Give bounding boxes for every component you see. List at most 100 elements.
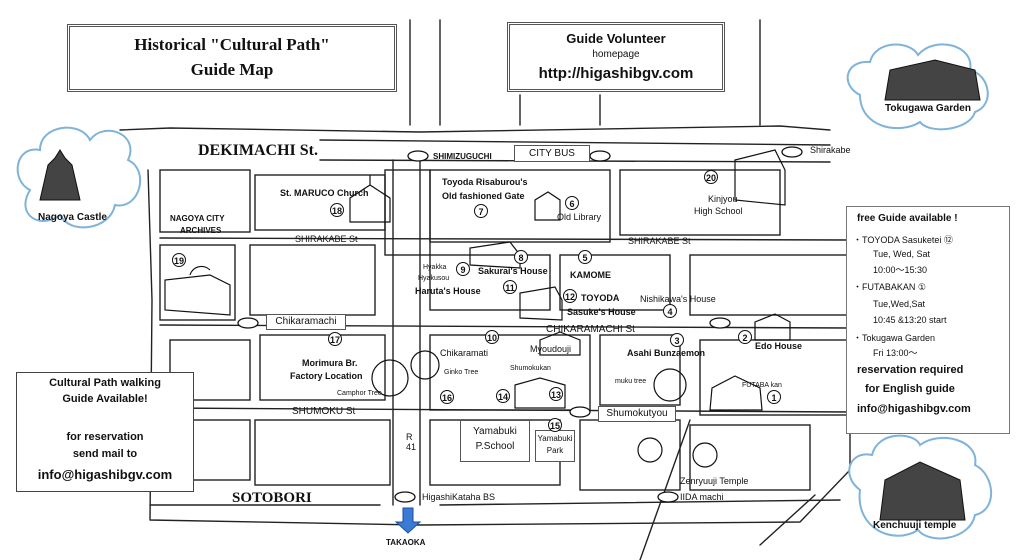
street-dekimachi: DEKIMACHI St. — [198, 142, 319, 159]
free-guide-email-link[interactable]: info@higashibgv.com — [857, 403, 971, 415]
place-morimura-1: Morimura Br. — [302, 358, 358, 368]
sakurai-icon — [469, 241, 521, 269]
city-bus-label: CITY BUS — [514, 145, 590, 162]
yamabuki-school-line-2: P.School — [475, 441, 515, 452]
free-guide-item-1-time-2: 10:00～15:30 — [873, 265, 928, 275]
marker-20: 20 — [704, 170, 718, 184]
volunteer-box: Guide Volunteer homepage http://higashib… — [507, 22, 725, 92]
bus-stop-icon — [394, 491, 416, 503]
marker-10: 10 — [485, 330, 499, 344]
free-guide-item-1: ・TOYODA Sasuketei ⑫ — [853, 235, 953, 245]
place-hyakka-2: Hyakusou — [418, 275, 450, 282]
myoudouji-icon — [539, 331, 581, 356]
volunteer-heading: Guide Volunteer — [566, 31, 666, 46]
place-nishikawa: Nishikawa's House — [640, 294, 716, 304]
tree-zenryuuji-icon — [637, 437, 663, 463]
marker-16: 16 — [440, 390, 454, 404]
bus-stop-icon — [237, 317, 259, 329]
volunteer-sub: homepage — [592, 49, 640, 60]
place-sakurai: Sakurai's House — [478, 266, 548, 276]
place-toyoda-1: Toyoda Risaburou's — [442, 177, 528, 187]
kenchuuji-label: Kenchuuji temple — [873, 520, 957, 531]
bus-chikaramachi-label: Chikaramachi — [266, 314, 346, 330]
marker-8: 8 — [514, 250, 528, 264]
down-arrow-icon — [394, 507, 422, 534]
shumokukan-icon — [514, 377, 566, 409]
street-chikaramachi: CHIKARAMACHI St — [546, 324, 635, 335]
bus-shumokutyou-label: Shumokutyou — [598, 406, 676, 422]
free-guide-heading: free Guide available ! — [857, 213, 958, 224]
bus-stop-icon — [589, 150, 611, 162]
street-shumoku: SHUMOKU St — [292, 406, 356, 417]
marker-1: 1 — [767, 390, 781, 404]
free-guide-item-3-time: Fri 13:00～ — [873, 348, 918, 358]
futaba-icon — [709, 375, 763, 411]
place-haruta: Haruta's House — [415, 286, 481, 296]
place-kinjyou-1: Kinjyou — [708, 194, 738, 204]
gate-icon-tokugawa — [884, 59, 981, 101]
marker-6: 6 — [565, 196, 579, 210]
bus-stop-icon — [709, 317, 731, 329]
bus-shirakabe: Shirakabe — [810, 145, 851, 155]
church-icon — [349, 175, 391, 223]
place-myoudouji: Myoudouji — [530, 344, 572, 354]
place-futaba: FUTABA kan — [742, 382, 782, 389]
free-guide-item-3: ・Tokugawa Garden — [853, 333, 936, 343]
free-guide-reservation-2: for English guide — [865, 383, 955, 395]
bus-stop-icon — [569, 406, 591, 418]
bus-higashikataha: HigashiKataha BS — [422, 492, 496, 502]
marker-12: 12 — [563, 289, 577, 303]
place-yamabuki-park: Yamabuki Park — [535, 430, 575, 462]
bus-stop-icon — [657, 491, 679, 503]
place-old-library: Old Library — [557, 212, 602, 222]
walking-line-1: Cultural Path walking — [49, 377, 161, 389]
place-kamome: KAMOME — [570, 270, 611, 280]
place-muku: muku tree — [615, 378, 647, 385]
street-r41: R 41 — [406, 432, 417, 452]
walking-guide-box: Cultural Path walking Guide Available! f… — [16, 372, 194, 492]
marker-9: 9 — [456, 262, 470, 276]
place-ginko: Ginko Tree — [444, 369, 479, 376]
street-sotobori: SOTOBORI — [232, 490, 312, 506]
place-edo: Edo House — [755, 341, 803, 351]
place-yamabuki-school: Yamabuki P.School — [460, 420, 530, 462]
walking-email-link[interactable]: info@higashibgv.com — [37, 467, 173, 482]
marker-13: 13 — [549, 387, 563, 401]
free-guide-item-1-time-1: Tue, Wed, Sat — [873, 249, 931, 259]
place-hyakka-1: Hyakka — [423, 264, 447, 271]
castle-icon — [39, 149, 81, 201]
cloud-nagoya — [16, 126, 142, 229]
tree-ginko-icon — [410, 350, 440, 380]
volunteer-url-link[interactable]: http://higashibgv.com — [538, 65, 694, 82]
place-zenryuuji: Zenryuuji Temple — [680, 476, 749, 486]
archives-icon — [164, 265, 231, 316]
bus-stop-icon — [407, 150, 429, 162]
yamabuki-park-line-1: Yamabuki — [537, 434, 573, 443]
place-camphor: Camphor Tree — [337, 390, 382, 397]
marker-14: 14 — [496, 389, 510, 403]
bus-shimizuguchi: SHIMIZUGUCHI — [433, 152, 492, 161]
place-chikaramati: Chikaramati — [440, 348, 489, 358]
edo-icon — [754, 313, 791, 341]
temple-icon-kenchuuji — [879, 461, 966, 521]
marker-7: 7 — [474, 204, 488, 218]
walking-line-4: send mail to — [72, 448, 138, 460]
marker-18: 18 — [330, 203, 344, 217]
street-shirakabe-east: SHIRAKABE St — [628, 236, 691, 246]
walking-line-3: for reservation — [66, 431, 144, 443]
free-guide-reservation-1: reservation required — [857, 364, 964, 376]
place-maruco: St. MARUCO Church — [280, 188, 369, 198]
tokugawa-garden-label: Tokugawa Garden — [885, 103, 971, 114]
yamabuki-school-line-1: Yamabuki — [473, 426, 517, 437]
place-toyoda-sasuke-1: TOYODA — [581, 293, 620, 303]
place-toyoda-sasuke-2: Sasuke's House — [567, 307, 636, 317]
bus-stop-icon — [781, 146, 803, 158]
free-guide-item-2-time-1: Tue,Wed,Sat — [873, 299, 926, 309]
bus-iida: IIDA machi — [680, 492, 724, 502]
marker-2: 2 — [738, 330, 752, 344]
tree-muku-icon — [653, 368, 687, 402]
marker-19: 19 — [172, 253, 186, 267]
place-kinjyou-2: High School — [694, 206, 743, 216]
place-archives-2: ARCHIVES — [180, 226, 222, 235]
